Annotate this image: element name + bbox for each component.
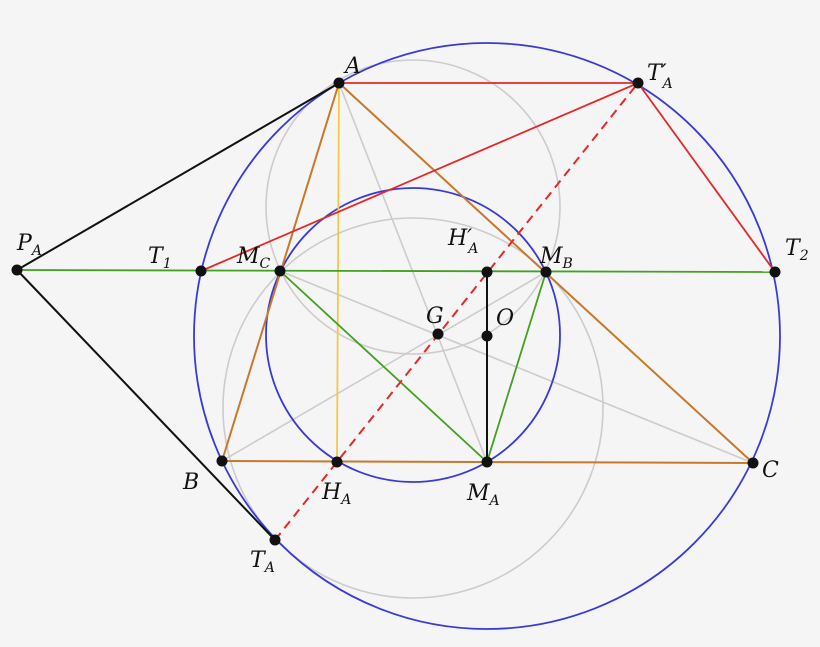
point-O [481,330,493,342]
nine-point-circle [265,187,561,483]
label-MA: MA [466,481,500,509]
point-B [216,455,228,467]
point-G [432,328,444,340]
point-HpA [481,266,493,278]
altitude-A [336,82,340,463]
label-HA: HA [321,480,351,508]
label-PA: PA [16,231,42,259]
label-G: G [426,304,444,329]
point-PA [11,264,23,276]
points [11,77,781,546]
median-A [338,82,488,463]
label-A: A [343,54,361,79]
midline-T1-T2 [16,269,776,273]
green-MB-MA [486,271,547,463]
green-MC-MA [279,270,488,463]
label-B: B [182,470,199,495]
gray-circle-upper [265,59,561,355]
point-TA [269,534,281,546]
point-C [747,457,759,469]
red-TpA-T2 [637,82,776,273]
label-T2: T2 [785,236,809,264]
point-MB [540,266,552,278]
label-HpA: H′A [447,226,478,257]
point-A [333,77,345,89]
tangent-PA-A [16,82,340,271]
label-T1: T1 [148,244,172,272]
point-T2 [769,266,781,278]
label-TA: TA [250,548,275,576]
point-T1 [195,265,207,277]
point-MA [481,456,493,468]
label-MC: MC [236,244,271,272]
point-TpA [632,77,644,89]
point-MC [274,265,286,277]
label-MB: MB [539,244,573,272]
gray-circle-lower [222,217,604,599]
red-T1-TpA [200,82,639,272]
circumcircle [193,42,781,630]
label-C: C [762,458,779,483]
label-O: O [496,306,514,331]
label-TpA: T′A [647,61,673,92]
tangent-PA-TA [16,269,276,541]
red-dashed-TA-TpA [274,82,639,541]
point-HA [331,456,343,468]
